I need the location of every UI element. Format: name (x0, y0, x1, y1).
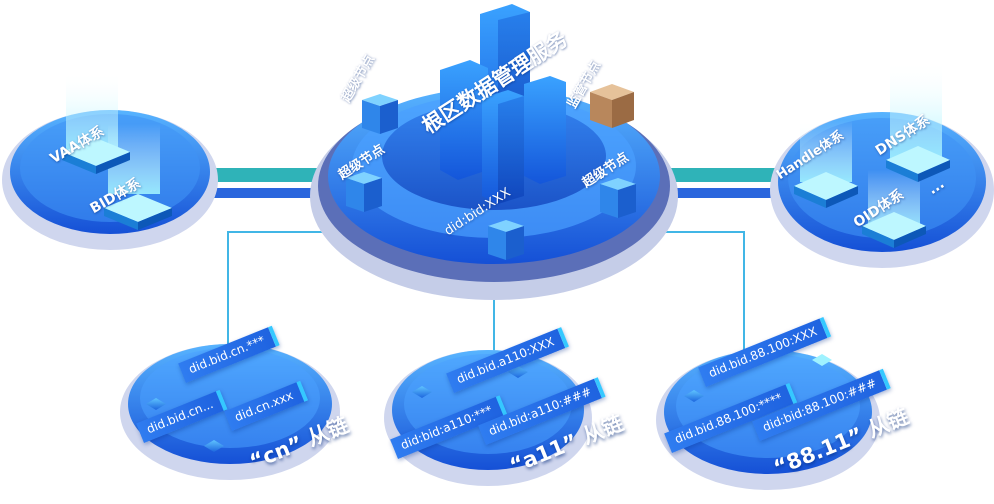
core-platform (310, 4, 678, 300)
right-link (640, 168, 810, 198)
right-platform (770, 60, 994, 268)
left-platform (2, 72, 218, 250)
left-link (190, 168, 350, 198)
